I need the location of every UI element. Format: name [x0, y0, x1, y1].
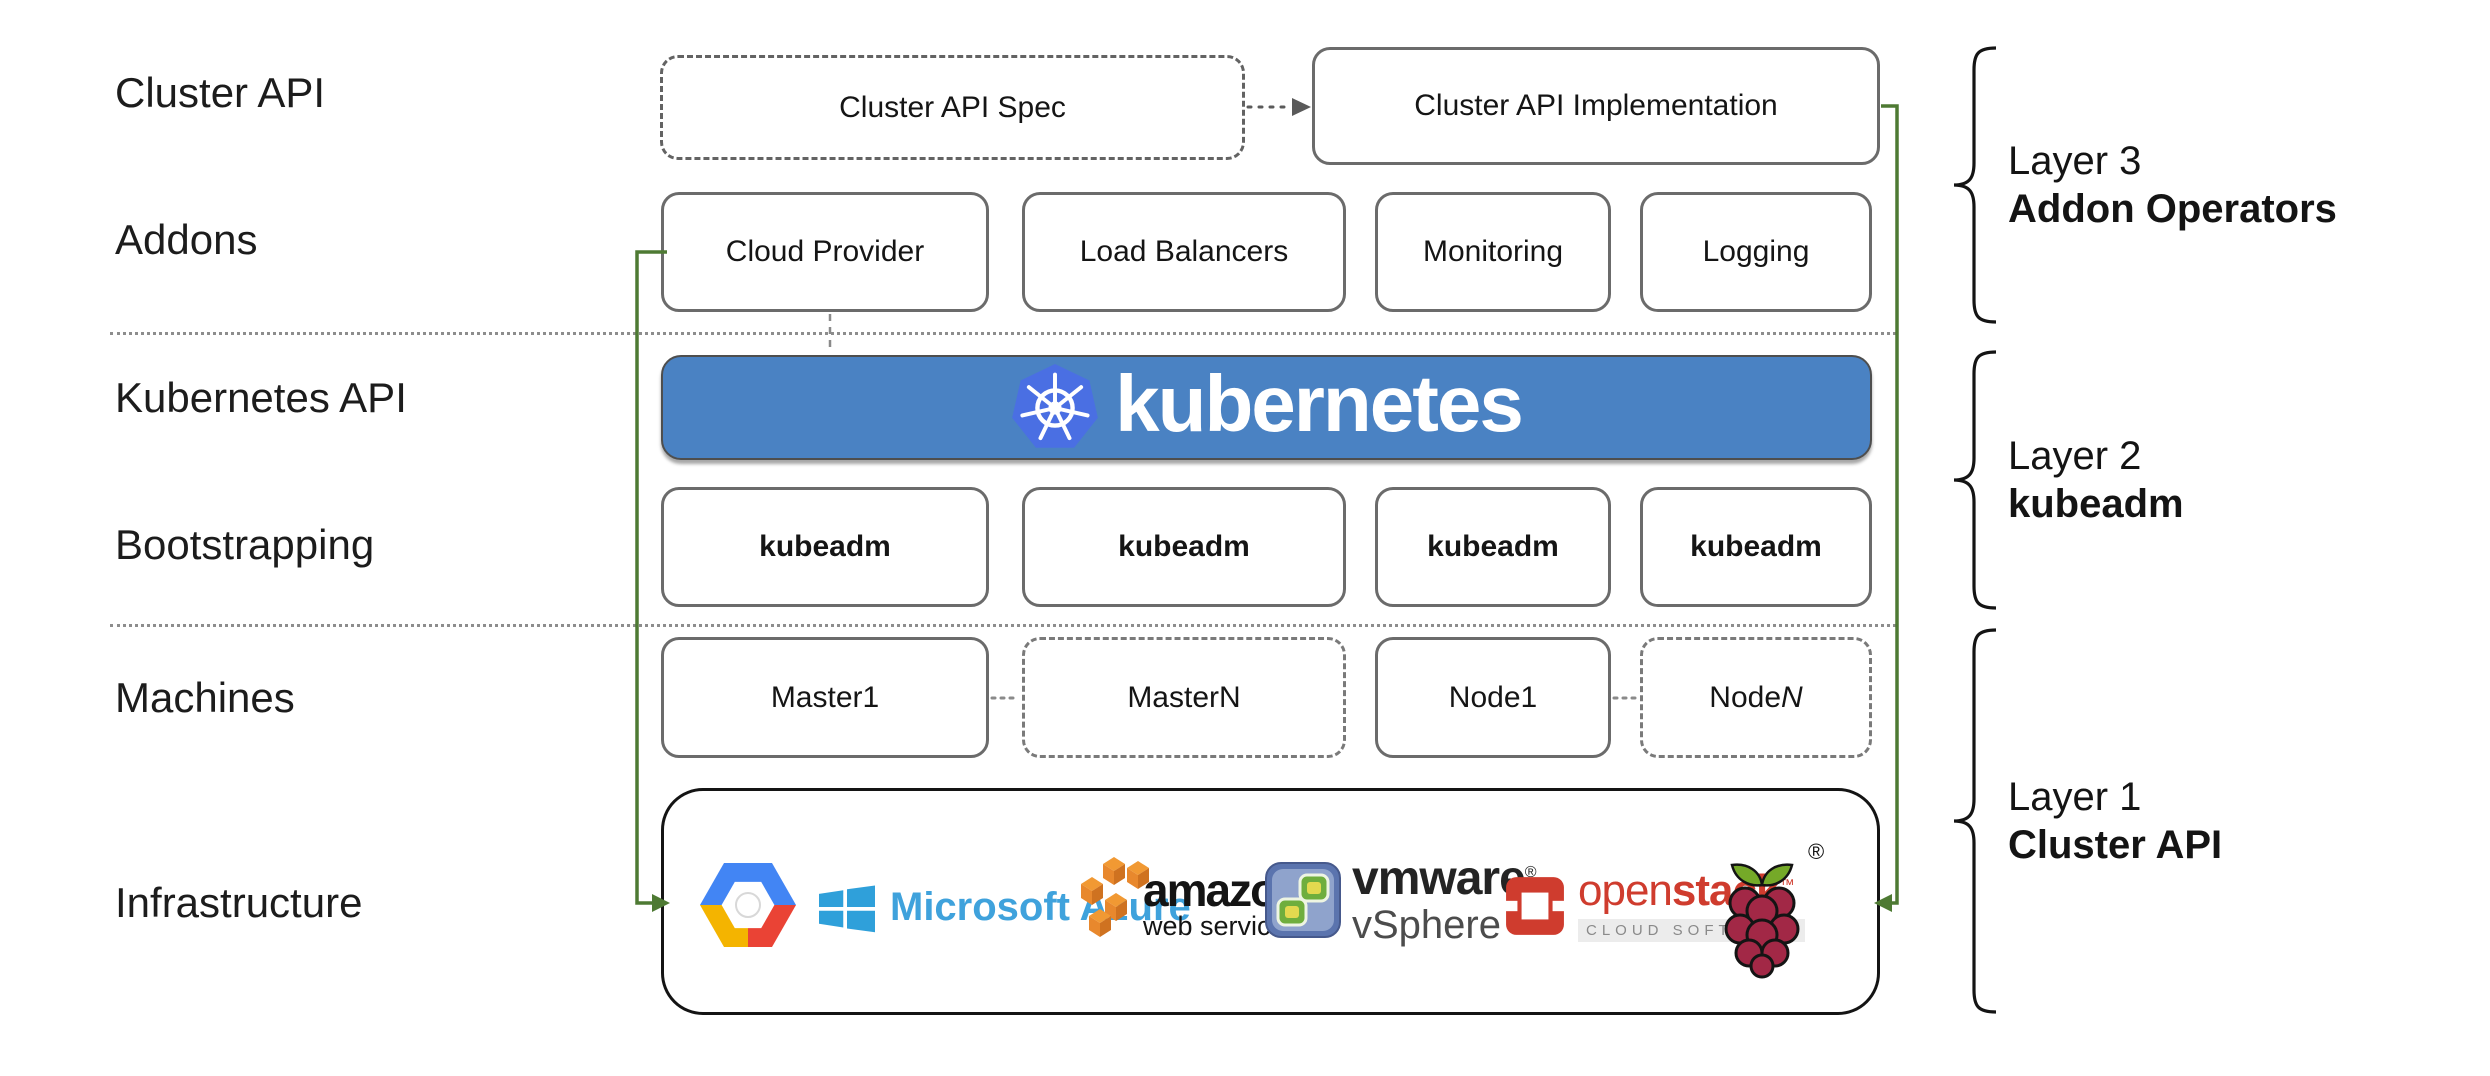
layer2-label-line2: kubeadm [2008, 482, 2184, 526]
cluster-api-spec-box: Cluster API Spec [660, 55, 1245, 160]
machine-label: Node [1709, 680, 1782, 714]
openstack-icon [1504, 876, 1566, 935]
row-label-machines: Machines [115, 674, 295, 721]
kubeadm-box-4: kubeadm [1640, 487, 1872, 607]
row-label-cluster-api: Cluster API [115, 69, 326, 116]
vmware-vsphere-logo: vmware® vSphere [1264, 852, 1537, 947]
machine-number: N [1781, 680, 1803, 714]
row-label-addons: Addons [115, 216, 258, 263]
layer1-label-line1: Layer 1 [2008, 775, 2142, 819]
addon-box-load-balancers: Load Balancers [1022, 192, 1346, 312]
addon-box-logging: Logging [1640, 192, 1872, 312]
kubeadm-box-2: kubeadm [1022, 487, 1346, 607]
google-cloud-logo [698, 855, 798, 955]
vmware-wordmark: vmware® vSphere [1352, 852, 1537, 947]
layer3-brace [1953, 46, 1997, 324]
layer3-label-line1: Layer 3 [2008, 139, 2142, 183]
layer2-label: Layer 2 kubeadm [2008, 432, 2184, 528]
machine-label: Master [1127, 680, 1219, 714]
layer1-brace [1953, 628, 1997, 1014]
machine-label: Master [770, 680, 863, 714]
machine-box-master-n: Master N [1022, 637, 1346, 758]
kubeadm-box-1: kubeadm [661, 487, 989, 607]
addon-box-cloud-provider: Cloud Provider [661, 192, 989, 312]
kubernetes-logo-icon [1012, 363, 1098, 448]
machine-number: N [1219, 680, 1241, 714]
implementation-to-infrastructure-arrow [1874, 104, 1899, 912]
spec-to-impl-arrow [1246, 98, 1311, 116]
vsphere-icon [1265, 862, 1341, 938]
layer2-brace [1953, 350, 1997, 610]
azure-wordmark: Microsoft Azure [890, 884, 1191, 929]
cluster-api-implementation-box: Cluster API Implementation [1312, 47, 1880, 165]
row-label-kubernetes-api: Kubernetes API [115, 374, 407, 421]
machine-label: Node [1448, 680, 1521, 714]
machine-box-node-n: Node N [1640, 637, 1872, 758]
raspberry-pi-registered-mark: ® [1808, 839, 1825, 864]
kubeadm-box-3: kubeadm [1375, 487, 1611, 607]
openstack-wordmark-open: open [1578, 866, 1673, 915]
infrastructure-box: Microsoft Azure [661, 788, 1880, 1015]
raspberry-pi-icon [1724, 863, 1800, 979]
windows-icon [819, 885, 875, 933]
vmware-registered-mark: ® [1524, 864, 1537, 881]
raspberry-pi-logo: ® [1712, 839, 1824, 981]
layer1-label: Layer 1 Cluster API [2008, 773, 2222, 869]
machine-box-master-1: Master 1 [661, 637, 989, 758]
google-cloud-icon [700, 863, 796, 947]
aws-cubes-icon [1081, 857, 1149, 937]
separator-bootstrapping-machines [110, 624, 1896, 627]
row-label-infrastructure: Infrastructure [115, 879, 363, 926]
vmware-wordmark-vmware: vmware [1352, 852, 1526, 905]
separator-addons-kubernetes [110, 332, 1896, 335]
microsoft-azure-logo: Microsoft Azure [816, 879, 1191, 935]
row-label-bootstrapping: Bootstrapping [115, 521, 375, 568]
kubernetes-banner: kubernetes [661, 355, 1872, 460]
layer1-label-line2: Cluster API [2008, 823, 2223, 867]
kubernetes-banner-text: kubernetes [1115, 358, 1524, 448]
layer3-label-line2: Addon Operators [2008, 187, 2337, 231]
machine-number: 1 [1520, 680, 1538, 714]
machine-number: 1 [862, 680, 880, 714]
layer3-label: Layer 3 Addon Operators [2008, 137, 2337, 233]
layer2-label-line1: Layer 2 [2008, 434, 2142, 478]
addon-box-monitoring: Monitoring [1375, 192, 1611, 312]
machine-box-node-1: Node 1 [1375, 637, 1611, 758]
vmware-wordmark-vsphere: vSphere [1352, 903, 1501, 947]
